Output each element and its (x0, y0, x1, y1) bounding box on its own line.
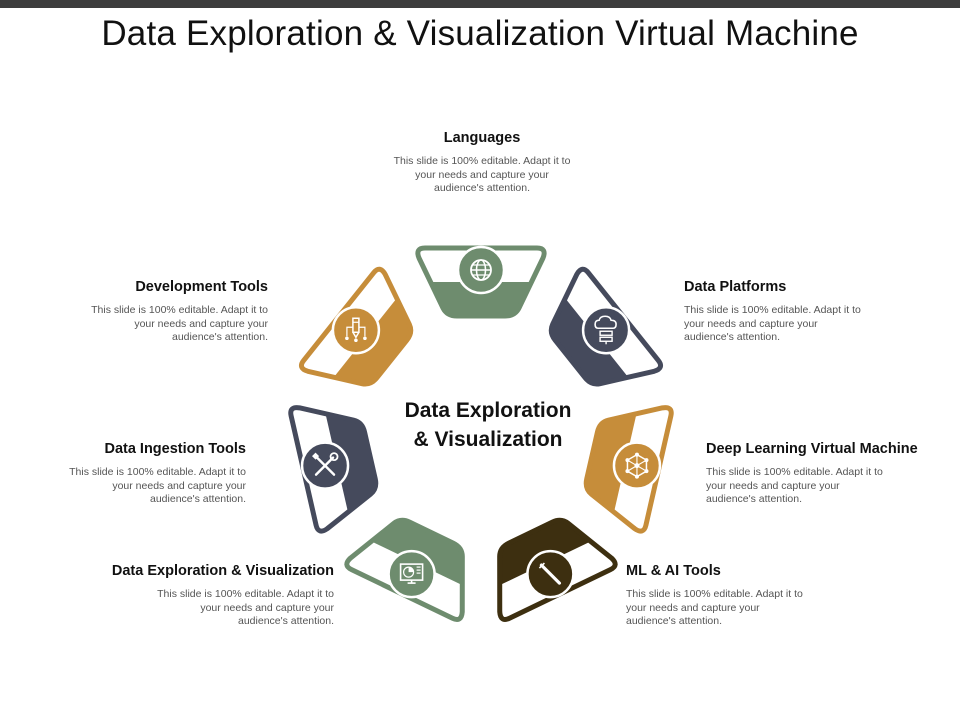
label-languages: Languages This slide is 100% editable. A… (347, 130, 617, 196)
label-description: This slide is 100% editable. Adapt it to… (706, 466, 883, 505)
label-heading: Deep Learning Virtual Machine (706, 441, 918, 457)
center-title-line-2: & Visualization (413, 428, 563, 451)
label-data-exploration-visualization: Data Exploration & Visualization This sl… (64, 563, 334, 629)
pencil-circuit-icon (331, 306, 381, 355)
label-description: This slide is 100% editable. Adapt it to… (684, 304, 861, 343)
label-data-ingestion-tools: Data Ingestion Tools This slide is 100% … (0, 441, 246, 507)
center-title: Data Exploration & Visualization (368, 396, 608, 454)
label-description: This slide is 100% editable. Adapt it to… (626, 588, 803, 627)
label-deep-learning-virtual-machine: Deep Learning Virtual Machine This slide… (706, 441, 960, 507)
label-heading: ML & AI Tools (626, 563, 721, 579)
label-data-platforms: Data Platforms This slide is 100% editab… (684, 279, 954, 345)
label-heading: Data Ingestion Tools (104, 441, 246, 457)
label-description: This slide is 100% editable. Adapt it to… (69, 466, 246, 505)
label-description: This slide is 100% editable. Adapt it to… (393, 155, 571, 194)
label-description: This slide is 100% editable. Adapt it to… (91, 304, 268, 343)
chart-screen-icon (387, 549, 436, 599)
label-heading: Data Exploration & Visualization (111, 563, 334, 579)
center-title-line-1: Data Exploration (404, 399, 572, 422)
top-bar (0, 0, 960, 8)
page-title: Data Exploration & Visualization Virtual… (101, 14, 859, 53)
cloud-server-icon (581, 306, 631, 355)
label-description: This slide is 100% editable. Adapt it to… (157, 588, 334, 627)
label-development-tools: Development Tools This slide is 100% edi… (0, 279, 268, 345)
label-heading: Languages (443, 130, 521, 146)
network-icon (612, 441, 662, 490)
pen-icon (526, 549, 575, 599)
tools-icon (300, 441, 350, 490)
label-heading: Data Platforms (684, 279, 787, 295)
globe-icon (456, 245, 506, 295)
segment-languages (401, 247, 561, 342)
label-heading: Development Tools (135, 279, 268, 295)
label-ml-ai-tools: ML & AI Tools This slide is 100% editabl… (626, 563, 896, 629)
